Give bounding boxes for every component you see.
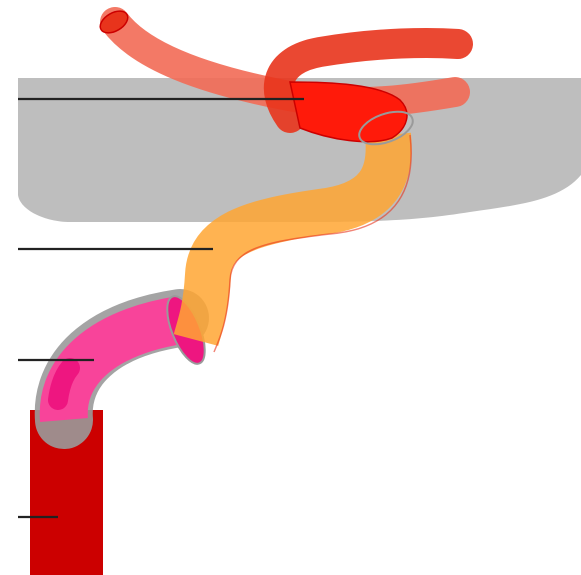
pink-segment-highlight bbox=[58, 368, 70, 400]
pink-segment-vessel bbox=[64, 320, 180, 420]
